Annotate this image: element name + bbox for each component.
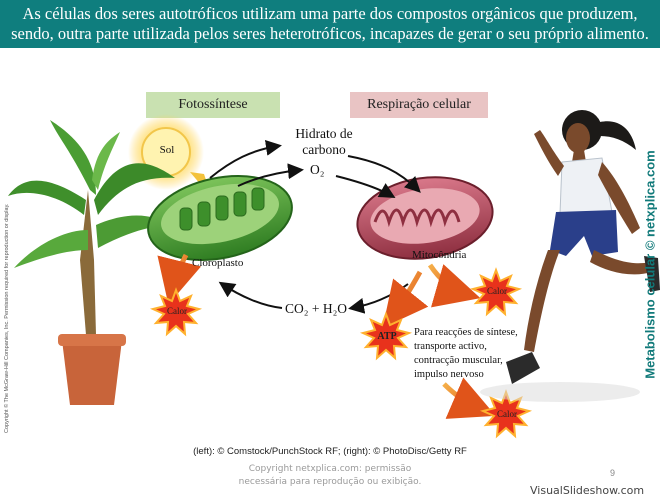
sun-label: Sol	[159, 144, 175, 156]
side-copyright: Copyright © The McGraw-Hill Companies, I…	[4, 203, 10, 433]
atp-uses-list: Para reacções de síntese, transporte act…	[414, 326, 518, 382]
respiration-header: Respiração celular	[350, 92, 488, 118]
plant-illustration	[8, 120, 175, 405]
co2-water-label: CO₂ + H₂O	[285, 301, 348, 316]
chloroplast-label: Cloroplasto	[192, 257, 244, 269]
chloroplast-illustration	[147, 175, 293, 261]
watermark: Copyright netxplica.com: permissão neces…	[0, 463, 660, 489]
oxygen-label: O₂	[310, 162, 325, 177]
atp-label: ATP	[377, 331, 397, 342]
carbohydrate-label-line2: carbono	[302, 142, 346, 157]
heat-label-bottom: Calor	[497, 409, 517, 419]
photosynthesis-header: Fotossíntese	[146, 92, 280, 118]
atp-use-transport: transporte activo,	[414, 341, 487, 352]
side-brand: Metabolismo celular © netxplica.com	[642, 150, 658, 379]
watermark-line1: Copyright netxplica.com: permissão	[248, 464, 412, 474]
carbohydrate-label-line1: Hidrato de	[295, 126, 353, 141]
mitochondrion-label: Mitocôndria	[412, 249, 467, 261]
carbohydrate-label: Hidrato de carbono	[288, 126, 360, 158]
atp-use-nerve: impulso nervoso	[414, 369, 484, 380]
banner-line-1: As células dos seres autotróficos utiliz…	[22, 4, 638, 23]
heat-burst-icon	[149, 287, 203, 337]
heat-burst-icon	[469, 267, 523, 317]
title-banner: As células dos seres autotróficos utiliz…	[0, 0, 660, 48]
runner-illustration	[480, 110, 660, 402]
heat-label-right: Calor	[487, 286, 507, 296]
banner-line-2: sendo, outra parte utilizada pelos seres…	[11, 24, 649, 43]
heat-label-left: Calor	[167, 306, 187, 316]
heat-burst-icon	[479, 389, 533, 439]
atp-use-muscle: contracção muscular,	[414, 355, 503, 366]
watermark-line2: necessária para reprodução ou exibição.	[238, 477, 422, 487]
atp-use-synthesis: Para reacções de síntese,	[414, 327, 518, 338]
photo-credit: (left): © Comstock/PunchStock RF; (right…	[193, 446, 467, 457]
site-credit: VisualSlideshow.com	[530, 484, 645, 497]
atp-burst-icon	[359, 311, 413, 361]
page-number: 9	[610, 468, 616, 478]
